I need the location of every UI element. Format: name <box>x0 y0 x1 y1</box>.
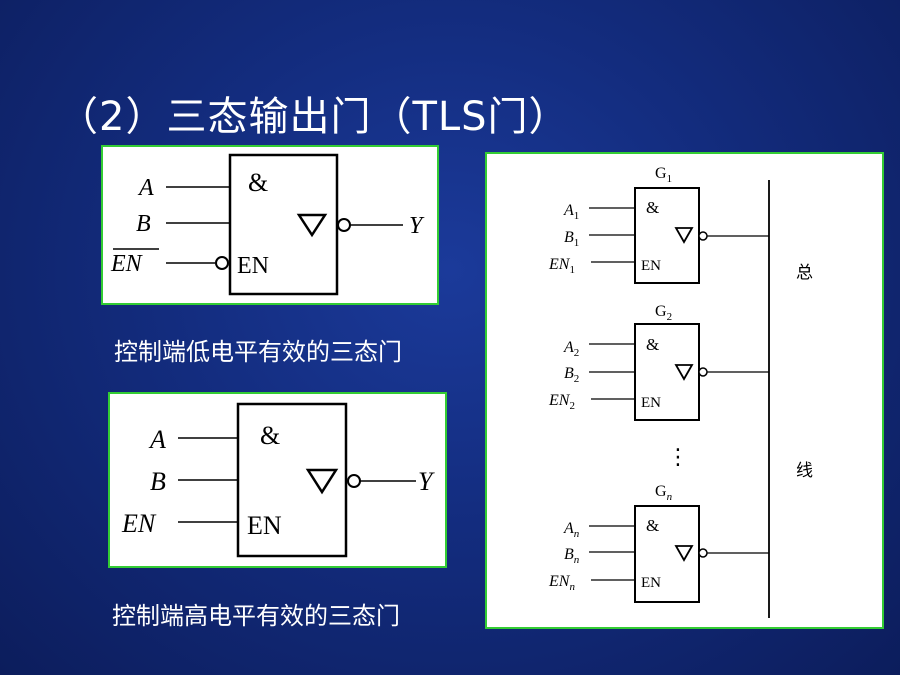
output-label-y: Y <box>409 213 425 239</box>
gate-n-input-en: ENn <box>548 573 575 593</box>
gate-low-panel: & A B EN EN Y <box>101 145 439 305</box>
bus-label-top: 总 <box>796 263 813 283</box>
input-label-b: B <box>150 467 166 496</box>
gate-2-input-b: B2 <box>564 365 579 385</box>
tristate-triangle <box>305 468 339 495</box>
gate-2-name: G2 <box>655 303 672 323</box>
gate-n-name: Gn <box>655 483 673 503</box>
gate-high-panel: & A B EN EN Y <box>108 392 447 568</box>
gate-n-input-a: An <box>563 520 580 540</box>
gate-1-input-b: B1 <box>564 229 579 249</box>
en-label: EN <box>237 253 269 279</box>
gate-high-diagram: & A B EN EN Y <box>121 402 435 558</box>
gate-2-input-en: EN2 <box>548 392 575 412</box>
and-symbol: & <box>248 168 268 197</box>
input-label-b: B <box>136 211 151 237</box>
bus-panel: 总 线 G1 & A1 B1 EN1 EN G2 & A2 B2 <box>485 152 884 629</box>
gate-2-and-symbol: & <box>646 335 659 354</box>
bus-gate-n: Gn & An Bn ENn EN <box>548 483 769 603</box>
gate-1-input-en: EN1 <box>548 256 575 276</box>
gate-n-and-symbol: & <box>646 516 659 535</box>
gate-2-input-a: A2 <box>563 339 579 359</box>
input-label-a: A <box>148 425 166 454</box>
bus-label-bottom: 线 <box>796 461 813 481</box>
gate-n-en-label: EN <box>641 575 661 591</box>
input-label-en: EN <box>110 251 144 277</box>
inversion-bubble-en <box>215 256 229 270</box>
gate-1-and-symbol: & <box>646 198 659 217</box>
gate-1-name: G1 <box>655 165 672 185</box>
output-label-y: Y <box>418 467 435 496</box>
bus-gate-1: G1 & A1 B1 EN1 EN <box>548 165 769 284</box>
gate-1-input-a: A1 <box>563 202 579 222</box>
and-symbol: & <box>260 421 280 450</box>
bus-gate-2: G2 & A2 B2 EN2 EN <box>548 303 769 421</box>
gate-1-en-label: EN <box>641 258 661 274</box>
en-label: EN <box>247 511 282 540</box>
gate-high-caption: 控制端高电平有效的三态门 <box>112 602 400 630</box>
gate-2-en-label: EN <box>641 395 661 411</box>
bus-diagram: 总 线 G1 & A1 B1 EN1 EN G2 & A2 B2 <box>548 165 813 618</box>
output-bubble <box>347 474 361 488</box>
gate-low-diagram: & A B EN EN Y <box>110 153 425 296</box>
input-label-a: A <box>137 175 154 201</box>
gate-body <box>228 153 339 296</box>
gate-ellipsis: ⋮ <box>667 445 689 470</box>
tristate-triangle <box>296 213 328 238</box>
output-bubble <box>337 218 351 232</box>
input-label-en: EN <box>121 509 157 538</box>
page-title: （2）三态输出门（TLS门） <box>58 94 570 140</box>
gate-n-input-b: Bn <box>564 546 580 566</box>
gate-low-caption: 控制端低电平有效的三态门 <box>114 338 402 366</box>
